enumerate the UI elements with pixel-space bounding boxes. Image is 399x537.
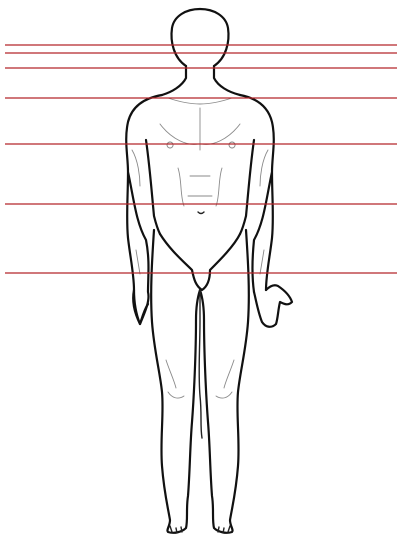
right-arm-outline: [240, 95, 274, 292]
torso-left-side: [146, 140, 160, 234]
neck-left: [162, 66, 186, 95]
nipples: [167, 142, 235, 148]
left-arm-outline: [126, 95, 162, 324]
torso-right-side: [240, 140, 254, 234]
navel: [198, 212, 204, 214]
collarbones: [168, 98, 232, 104]
right-hand: [254, 285, 292, 327]
inner-leg-line: [199, 290, 202, 438]
head-outline: [172, 9, 229, 66]
human-figure: [126, 9, 292, 533]
right-leg-outline: [200, 230, 249, 533]
pelvis-outline: [160, 234, 240, 290]
reference-lines: [5, 45, 397, 273]
neck-right: [214, 66, 240, 95]
abdominal-lines: [178, 168, 222, 206]
